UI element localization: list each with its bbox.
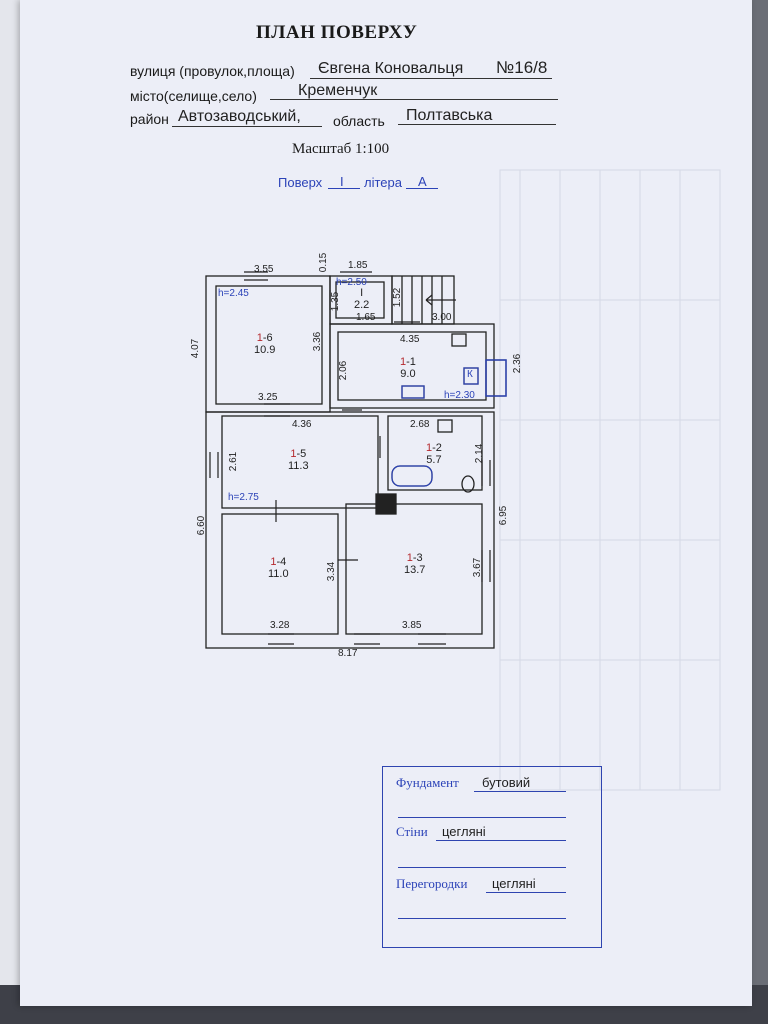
district-label: район (130, 111, 169, 127)
room-1-5: 1-5 11.3 (288, 448, 309, 472)
room-1-5-area: 11.3 (288, 460, 309, 472)
dim-2-36: 2.36 (512, 353, 524, 374)
dim-0-15: 0.15 (318, 252, 330, 273)
room-1-3: 1-3 13.7 (404, 552, 425, 576)
room-1-5-prefix: 1 (290, 448, 297, 460)
dim-2-68: 2.68 (410, 419, 430, 430)
street-label: вулиця (провулок,площа) (130, 63, 295, 79)
partitions-value: цегляні (492, 876, 536, 891)
room-1-3-num: -3 (412, 552, 423, 564)
dim-4-07: 4.07 (190, 338, 202, 359)
partitions-line-2 (398, 918, 566, 919)
dim-1-52: 1.52 (392, 287, 404, 308)
room-1-2-prefix: 1 (426, 442, 433, 454)
dim-3-34: 3.34 (326, 561, 338, 582)
room-1-2: 1-2 5.7 (426, 442, 442, 466)
dim-6-95: 6.95 (498, 505, 510, 526)
dim-3-00: 3.00 (432, 312, 452, 323)
dim-8-17: 8.17 (338, 648, 358, 659)
region-underline (398, 124, 556, 125)
walls-value: цегляні (442, 824, 486, 839)
dim-1-85: 1.85 (348, 260, 368, 271)
room-1-6-prefix: 1 (256, 332, 263, 344)
foundation-line-1 (474, 791, 566, 792)
letter-value: А (418, 174, 427, 189)
room-1-6: 1-6 10.9 (254, 332, 275, 356)
room-1-6-area: 10.9 (254, 344, 276, 356)
walls-line-2 (398, 867, 566, 868)
dim-4-36: 4.36 (292, 419, 312, 430)
walls-line-1 (436, 840, 566, 841)
room-1-4-num: -4 (276, 556, 287, 568)
walls-label: Стіни (396, 824, 428, 839)
room-1-1-num: -1 (406, 356, 416, 368)
room-1-1-prefix: 1 (400, 356, 407, 368)
height-2-50: h=2.50 (336, 277, 367, 288)
street-value: Євгена Коновальця (318, 60, 464, 77)
room-1-2-num: -2 (432, 442, 442, 454)
floor-value: I (340, 174, 344, 189)
foundation-line-2 (398, 817, 566, 818)
dim-3-36: 3.36 (312, 331, 324, 352)
dim-3-25: 3.25 (258, 392, 278, 403)
room-1-1: 1-1 9.0 (400, 356, 416, 380)
page-title: ПЛАН ПОВЕРХУ (256, 22, 418, 43)
street-underline (310, 78, 552, 79)
floor-label: Поверх (278, 175, 323, 190)
dim-2-61: 2.61 (228, 451, 240, 472)
room-1-5-num: -5 (296, 448, 307, 460)
region-value: Полтавська (406, 107, 493, 124)
dim-1-35: 1.35 (330, 291, 342, 312)
scale-text: Масштаб 1:100 (292, 141, 390, 157)
room-1-3-prefix: 1 (406, 552, 413, 564)
floor-underline (328, 188, 360, 189)
dim-6-60: 6.60 (196, 515, 208, 536)
height-2-45: h=2.45 (218, 288, 249, 299)
partitions-label: Перегородки (396, 876, 468, 891)
k-mark: К (467, 369, 473, 380)
foundation-label: Фундамент (396, 775, 459, 790)
house-number-value: №16/8 (496, 58, 548, 77)
room-1-6-num: -6 (262, 332, 273, 344)
dim-3-85: 3.85 (402, 620, 422, 631)
construction-stamp (382, 766, 602, 948)
room-entry-area: 2.2 (354, 299, 370, 311)
height-2-30: h=2.30 (444, 390, 475, 401)
city-underline (270, 99, 558, 100)
partitions-line-1 (486, 892, 566, 893)
dim-4-35: 4.35 (400, 334, 420, 345)
city-label: місто(селище,село) (130, 88, 257, 104)
dim-3-67: 3.67 (472, 557, 484, 578)
room-1-3-area: 13.7 (404, 564, 426, 576)
dim-3-55: 3.55 (254, 264, 274, 275)
room-1-1-area: 9.0 (400, 368, 416, 380)
room-1-4: 1-4 11.0 (268, 556, 289, 580)
dim-2-06: 2.06 (338, 360, 350, 381)
letter-underline (406, 188, 438, 189)
room-1-4-prefix: 1 (270, 556, 277, 568)
room-1-4-area: 11.0 (268, 568, 289, 580)
district-value: Автозаводський, (178, 108, 301, 125)
room-1-2-area: 5.7 (426, 454, 442, 466)
room-entry-prefix: I (360, 287, 364, 299)
city-value: Кременчук (298, 82, 378, 99)
dim-2-14: 2.14 (474, 443, 486, 464)
letter-label: літера (364, 175, 402, 190)
height-2-75: h=2.75 (228, 492, 259, 503)
district-underline (172, 126, 322, 127)
dim-3-28: 3.28 (270, 620, 290, 631)
room-entry-I: I 2.2 (354, 287, 369, 311)
dim-1-65: 1.65 (356, 312, 376, 323)
region-label: область (333, 113, 385, 129)
foundation-value: бутовий (482, 775, 531, 790)
